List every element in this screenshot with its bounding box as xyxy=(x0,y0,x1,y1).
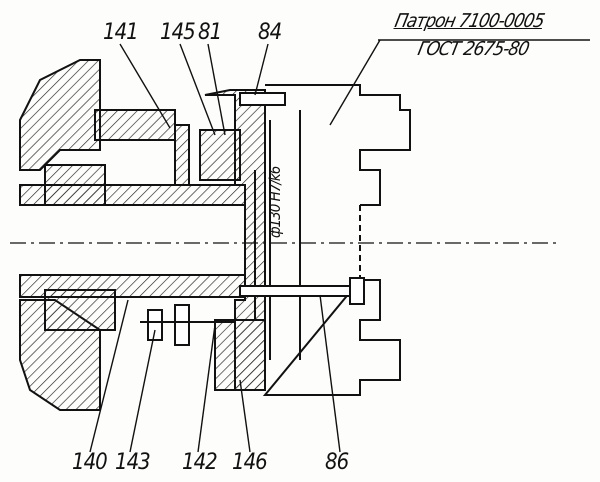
housing xyxy=(19,59,101,171)
callout-86: 86 xyxy=(325,450,349,475)
callout-140: 140 xyxy=(72,450,108,475)
bolt-86 xyxy=(239,285,351,297)
callout-145: 145 xyxy=(160,20,196,45)
callout-141: 141 xyxy=(103,20,139,45)
callout-143: 143 xyxy=(115,450,151,475)
chuck-body xyxy=(262,84,411,396)
callout-146: 146 xyxy=(232,450,268,475)
title-line-1: Патрон 7100-0005 xyxy=(392,10,546,32)
callout-84: 84 xyxy=(258,20,282,45)
diameter-value: ф130 xyxy=(266,204,284,238)
fit-upper: H7 xyxy=(266,184,284,202)
fit-lower: k6 xyxy=(266,166,284,182)
title-line-2: ГОСТ 2675-80 xyxy=(415,38,531,60)
callout-142: 142 xyxy=(182,450,218,475)
callout-81: 81 xyxy=(198,20,222,45)
dimension-diameter: ф130 H7/k6 xyxy=(266,166,284,238)
spindle xyxy=(19,184,246,206)
